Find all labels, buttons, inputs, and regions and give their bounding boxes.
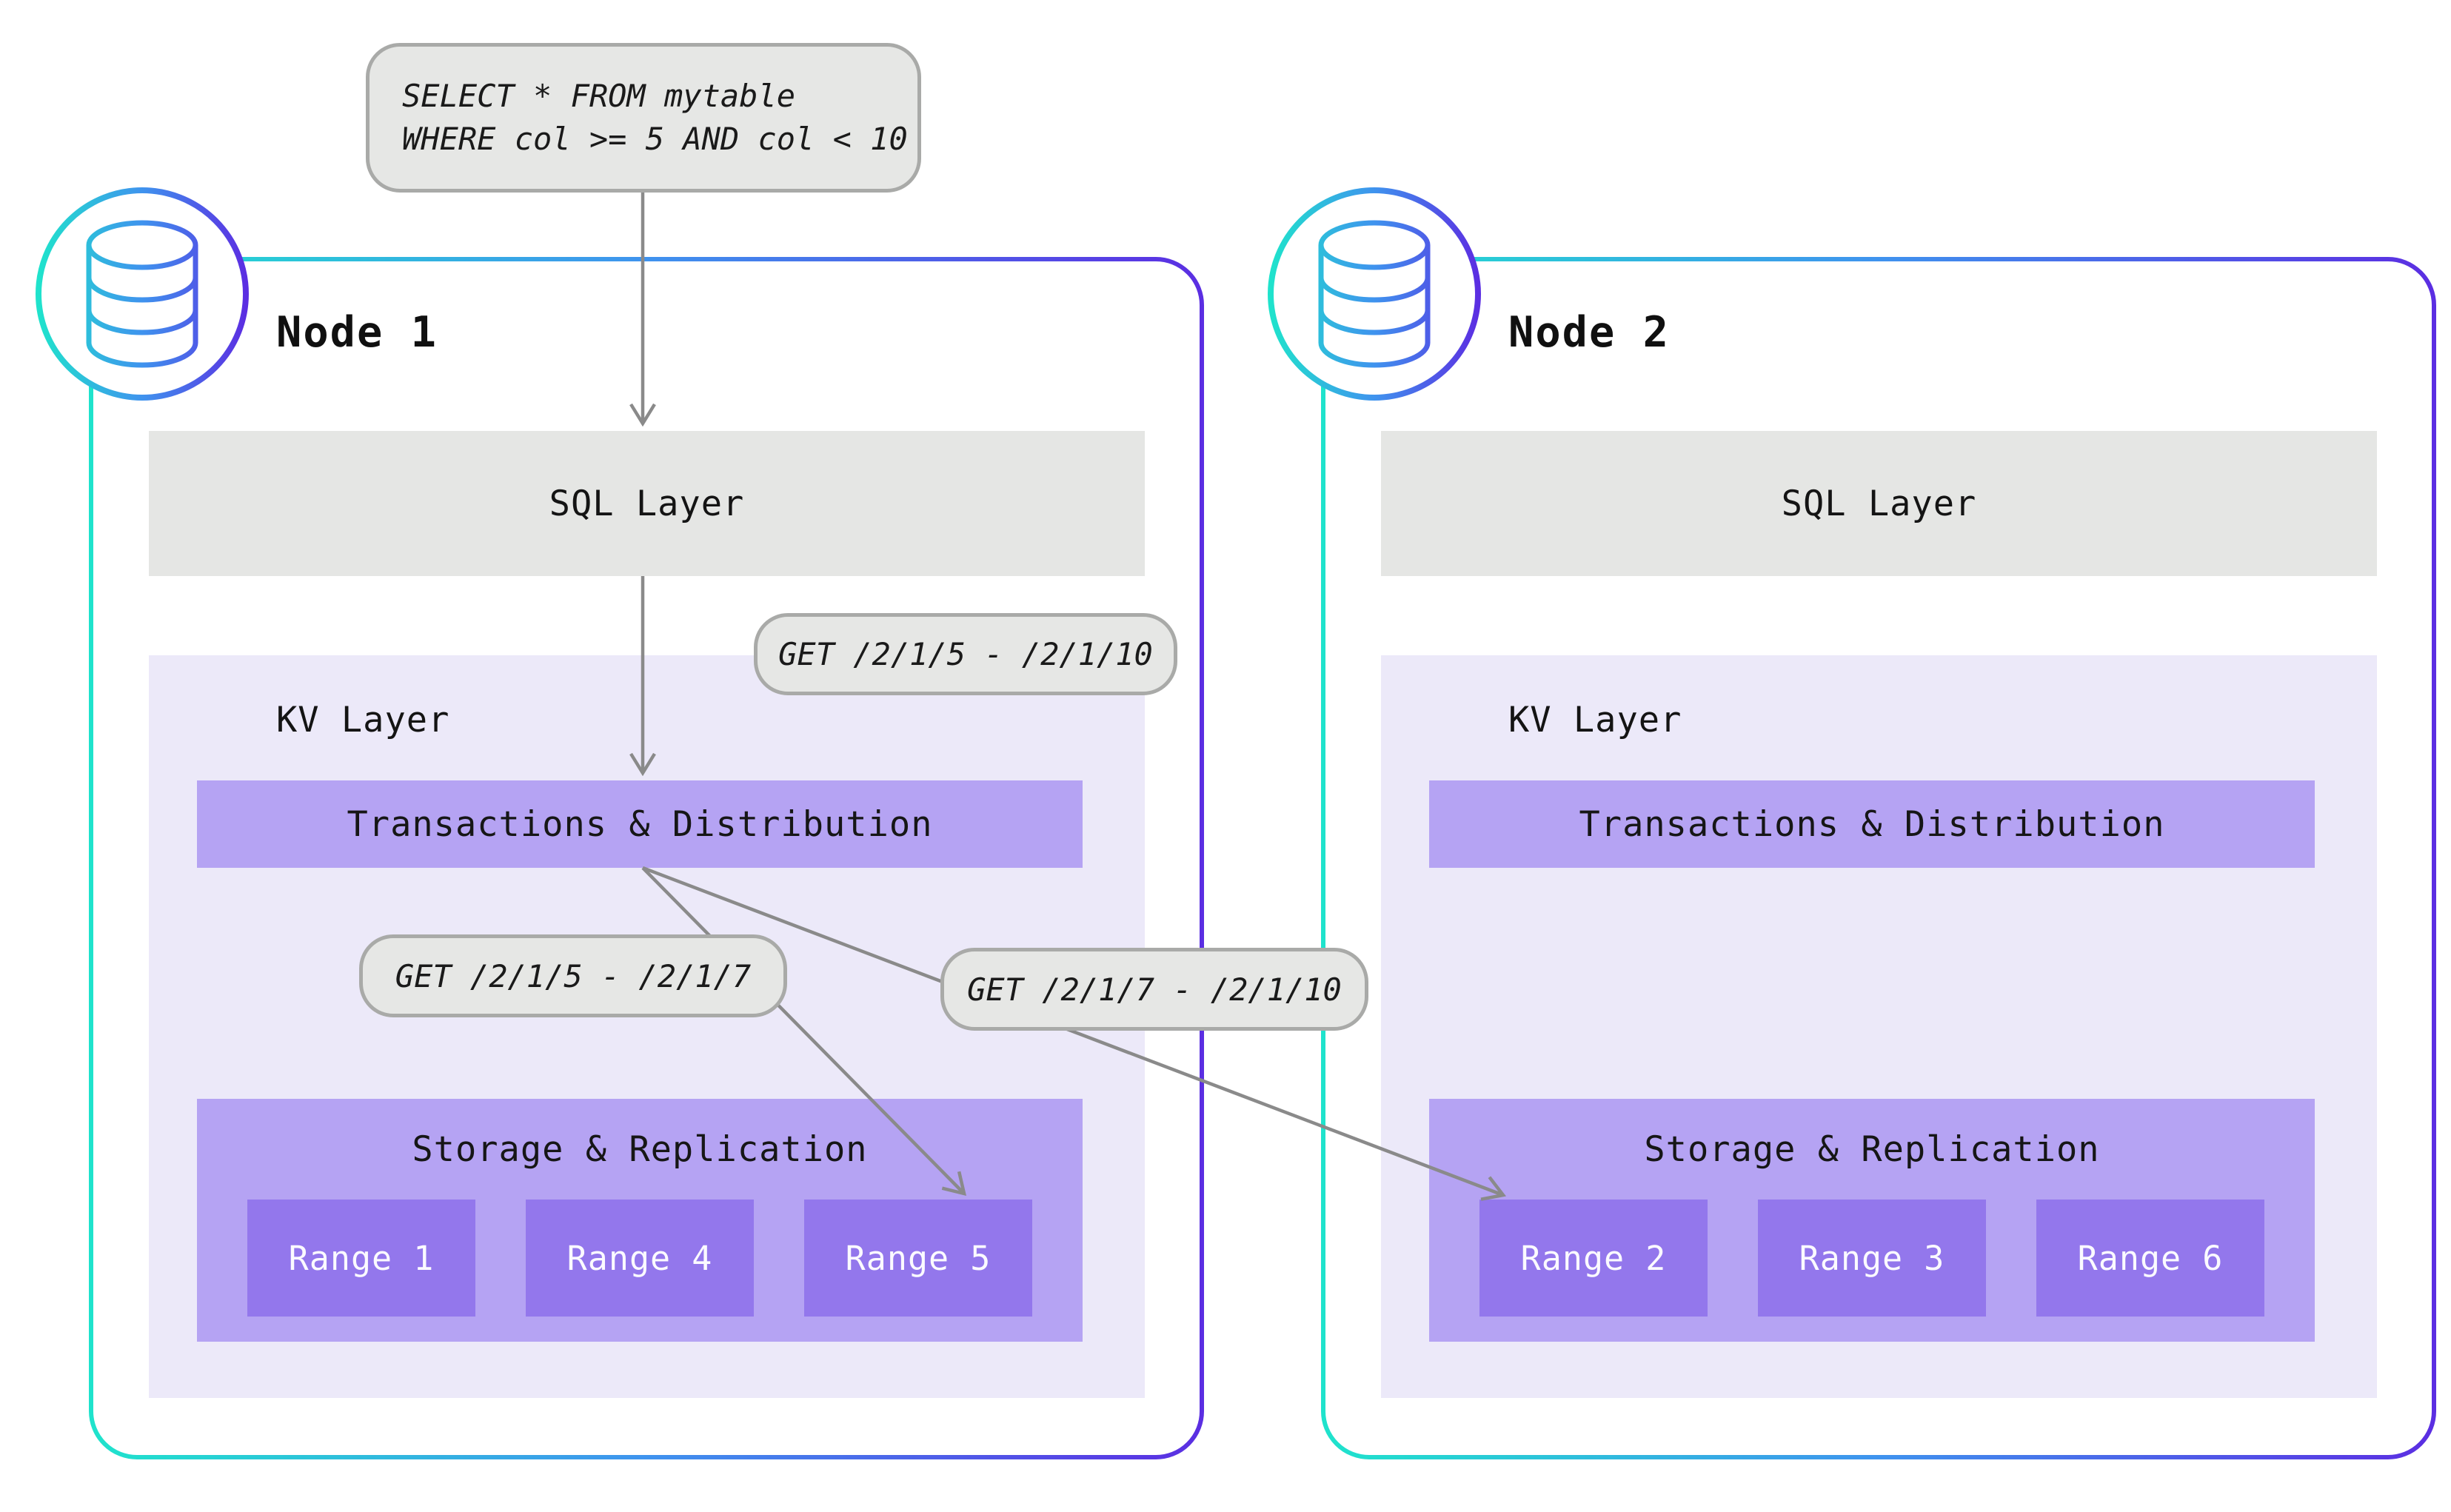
sql-layer: SQL Layer bbox=[149, 431, 1145, 576]
kv-layer-label: KV Layer bbox=[1508, 700, 1682, 740]
sql-layer: SQL Layer bbox=[1381, 431, 2377, 576]
database-icon bbox=[36, 187, 249, 401]
transactions-distribution-bar: Transactions & Distribution bbox=[197, 780, 1083, 868]
node-title: Node 1 bbox=[276, 308, 438, 357]
range-box: Range 4 bbox=[526, 1200, 754, 1317]
range-box: Range 2 bbox=[1479, 1200, 1708, 1317]
kv-layer: KV Layer Transactions & Distribution Sto… bbox=[1381, 655, 2377, 1398]
storage-replication-label: Storage & Replication bbox=[1644, 1128, 2100, 1170]
storage-replication-box: Storage & Replication Range 2 Range 3 Ra… bbox=[1429, 1099, 2315, 1342]
sql-query-box: SELECT * FROM mytable WHERE col >= 5 AND… bbox=[366, 43, 921, 193]
get-request-pill-full-range: GET /2/1/5 - /2/1/10 bbox=[754, 613, 1177, 695]
sql-layer-label: SQL Layer bbox=[549, 483, 745, 524]
range-box: Range 5 bbox=[804, 1200, 1032, 1317]
sql-query-line: WHERE col >= 5 AND col < 10 bbox=[402, 121, 908, 157]
storage-replication-label: Storage & Replication bbox=[412, 1128, 868, 1170]
get-request-pill-left-split: GET /2/1/5 - /2/1/7 bbox=[359, 934, 787, 1017]
kv-layer-label: KV Layer bbox=[276, 700, 450, 740]
sql-layer-label: SQL Layer bbox=[1781, 483, 1977, 524]
transactions-distribution-label: Transactions & Distribution bbox=[347, 803, 933, 845]
transactions-distribution-bar: Transactions & Distribution bbox=[1429, 780, 2315, 868]
sql-query-line: SELECT * FROM mytable bbox=[402, 78, 796, 114]
range-box: Range 6 bbox=[2036, 1200, 2264, 1317]
range-box: Range 1 bbox=[247, 1200, 475, 1317]
storage-replication-box: Storage & Replication Range 1 Range 4 Ra… bbox=[197, 1099, 1083, 1342]
range-box: Range 3 bbox=[1758, 1200, 1986, 1317]
get-request-pill-right-split: GET /2/1/7 - /2/1/10 bbox=[940, 948, 1368, 1031]
transactions-distribution-label: Transactions & Distribution bbox=[1579, 803, 2165, 845]
node-title: Node 2 bbox=[1508, 308, 1670, 357]
database-icon bbox=[1268, 187, 1481, 401]
